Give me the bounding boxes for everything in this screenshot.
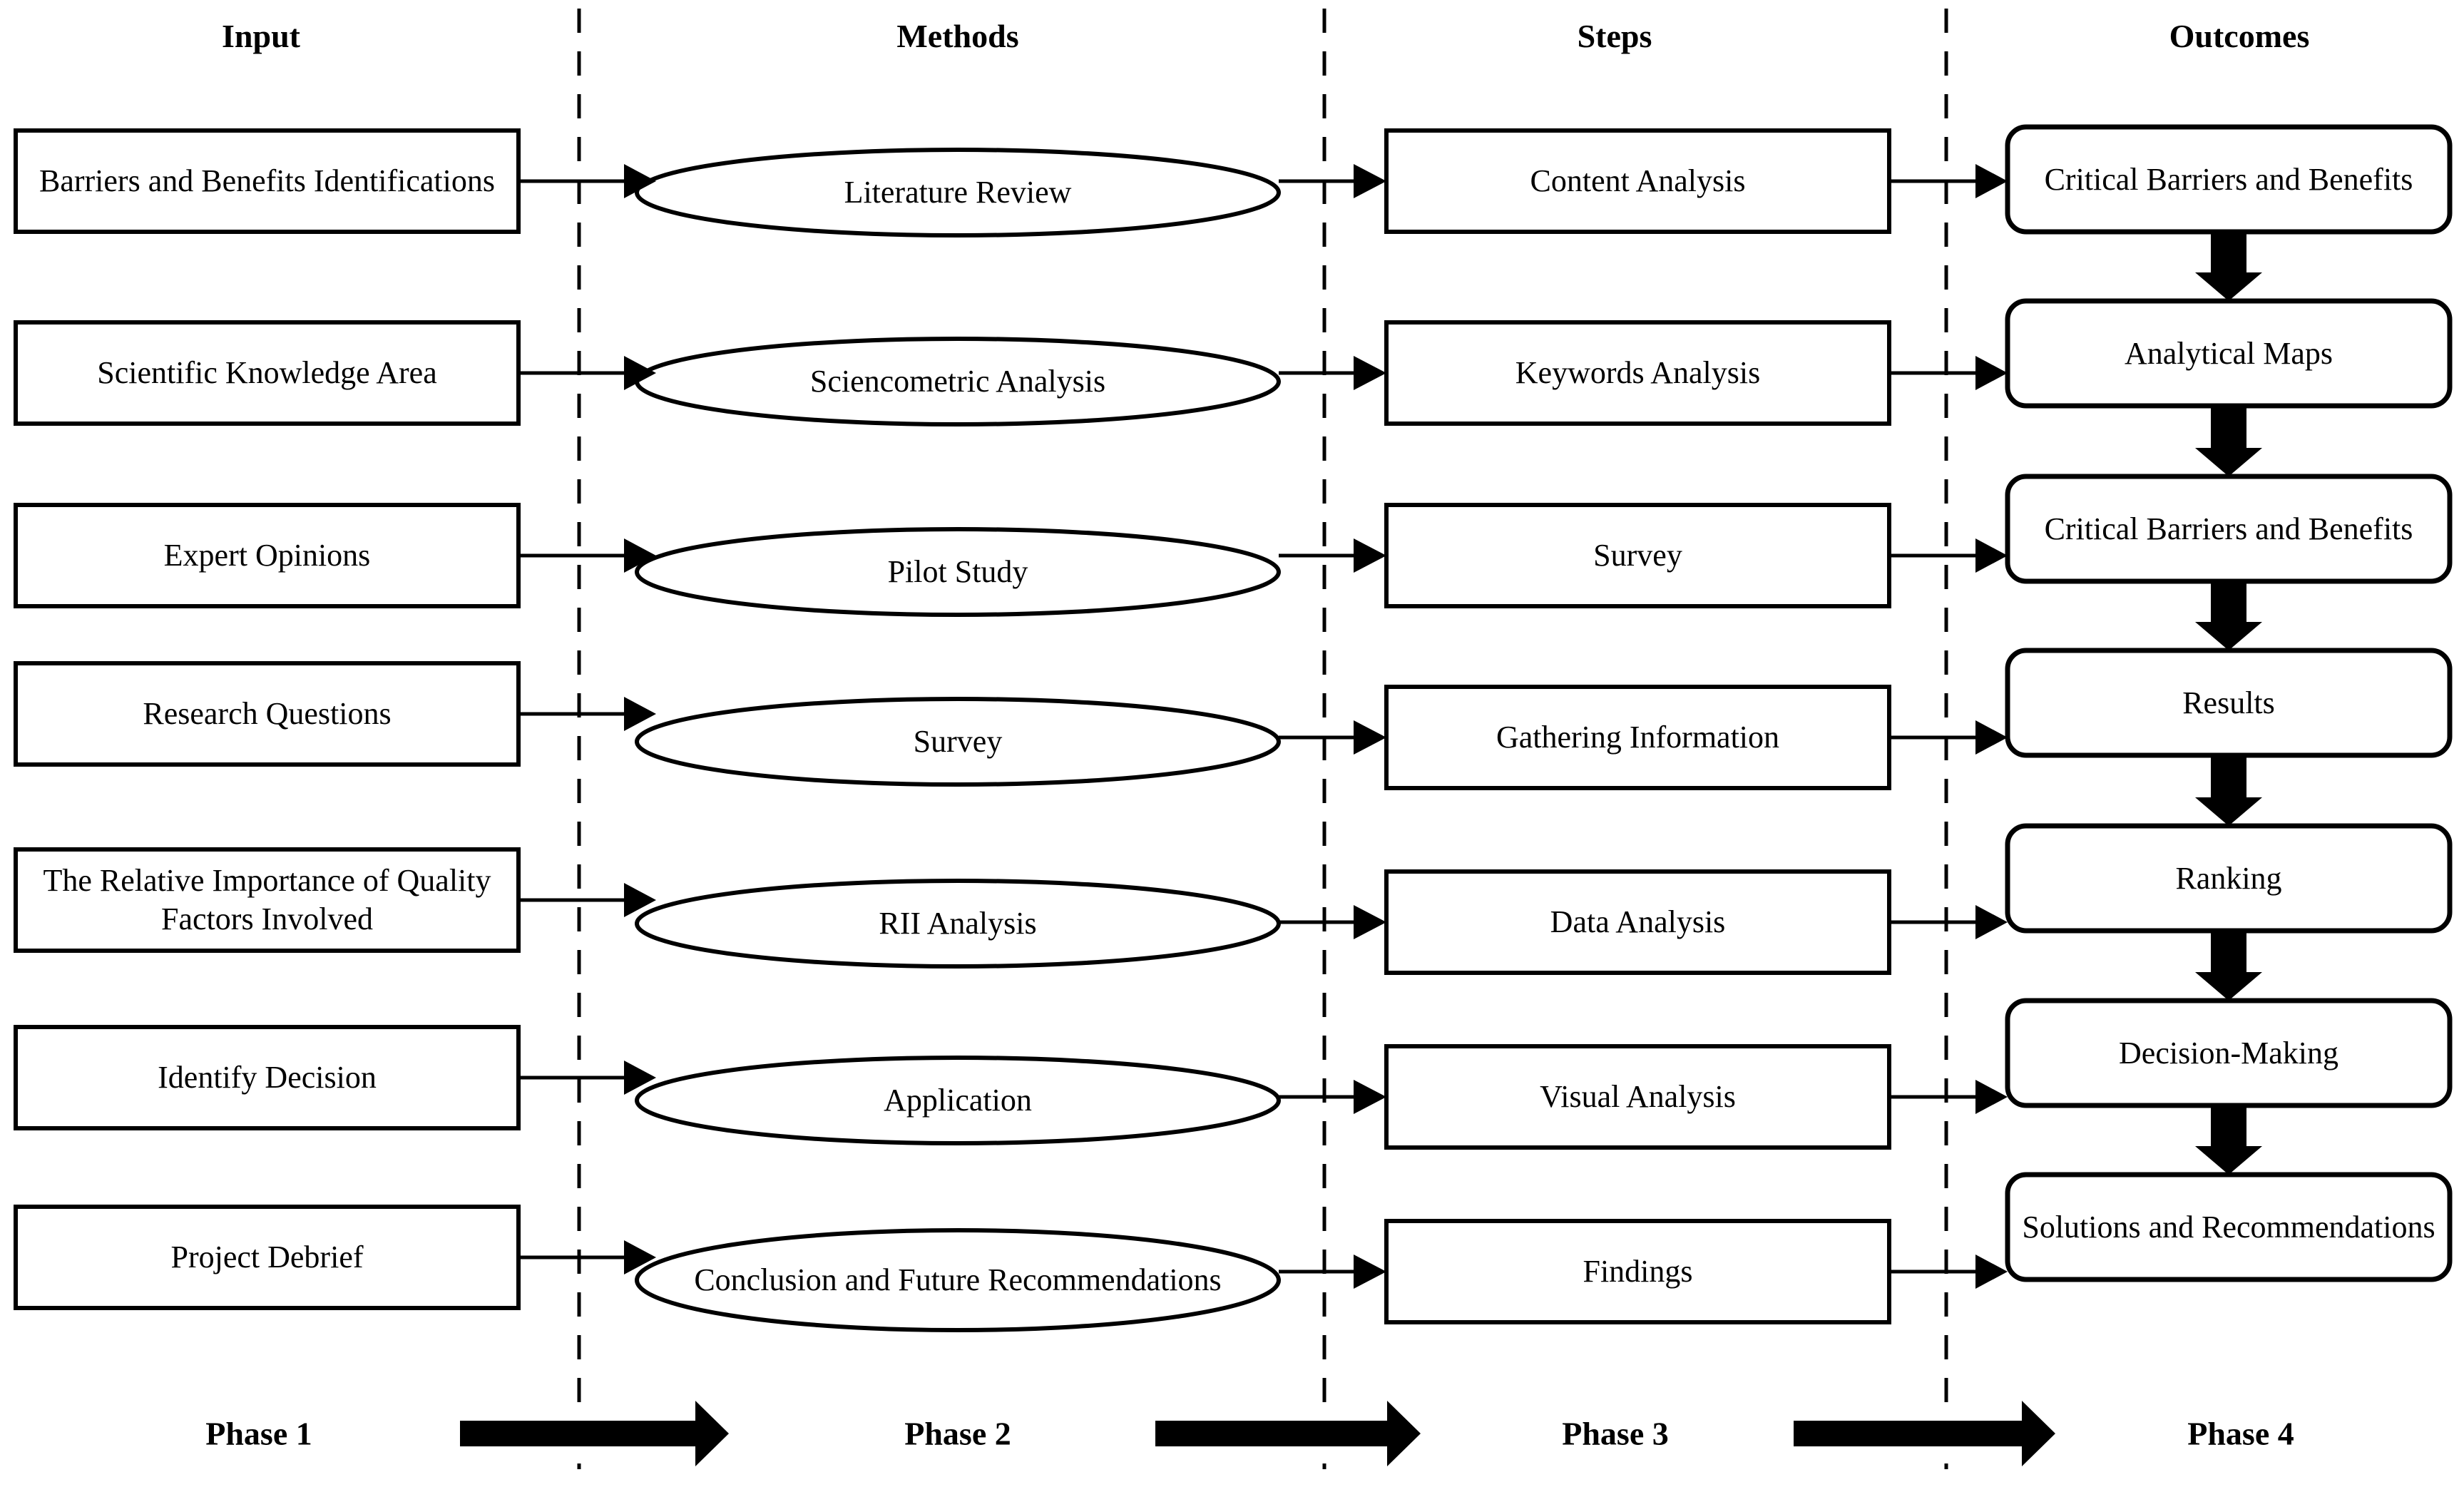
method-ellipse-7 [635, 1228, 1281, 1332]
column-header-input: Input [222, 18, 300, 54]
connector-arrowheads-input [624, 164, 656, 1274]
input-box-3 [14, 503, 521, 608]
step-box-5 [1384, 869, 1891, 975]
method-ellipse-6 [635, 1056, 1281, 1145]
outcome-box-3 [2005, 474, 2453, 584]
method-ellipse-4 [635, 697, 1281, 787]
method-ellipse-5 [635, 879, 1281, 969]
phase-label-2: Phase 2 [904, 1415, 1011, 1452]
input-box-1 [14, 128, 521, 234]
phase-flow-arrows [460, 1401, 2055, 1466]
outcome-box-6 [2005, 998, 2453, 1108]
step-box-2 [1384, 320, 1891, 426]
step-box-6 [1384, 1044, 1891, 1150]
phase-arrow-1 [460, 1401, 729, 1466]
column-header-steps: Steps [1577, 18, 1652, 54]
method-ellipse-2 [635, 337, 1281, 426]
connector-arrowheads-method [1354, 164, 1386, 1289]
input-box-6 [14, 1025, 521, 1130]
step-box-3 [1384, 503, 1891, 608]
phase-label-3: Phase 3 [1562, 1415, 1669, 1452]
method-ellipse-3 [635, 527, 1281, 617]
input-box-5 [14, 847, 521, 953]
outcome-box-2 [2005, 298, 2453, 409]
method-ellipse-1 [635, 148, 1281, 237]
phase-label-1: Phase 1 [205, 1415, 312, 1452]
connector-arrowheads-step [1975, 164, 2008, 1289]
phase-arrow-3 [1794, 1401, 2055, 1466]
outcome-box-1 [2005, 124, 2453, 235]
step-box-7 [1384, 1219, 1891, 1324]
column-header-methods: Methods [896, 18, 1019, 54]
input-box-2 [14, 320, 521, 426]
input-box-7 [14, 1205, 521, 1310]
outcome-box-4 [2005, 648, 2453, 758]
step-box-4 [1384, 685, 1891, 790]
outcome-box-7 [2005, 1172, 2453, 1282]
column-header-outcomes: Outcomes [2169, 18, 2310, 54]
step-box-1 [1384, 128, 1891, 234]
outcome-box-5 [2005, 823, 2453, 934]
phase-label-4: Phase 4 [2187, 1415, 2294, 1452]
input-box-4 [14, 661, 521, 767]
phase-arrow-2 [1155, 1401, 1421, 1466]
outcome-flow-arrows [2195, 232, 2262, 1175]
